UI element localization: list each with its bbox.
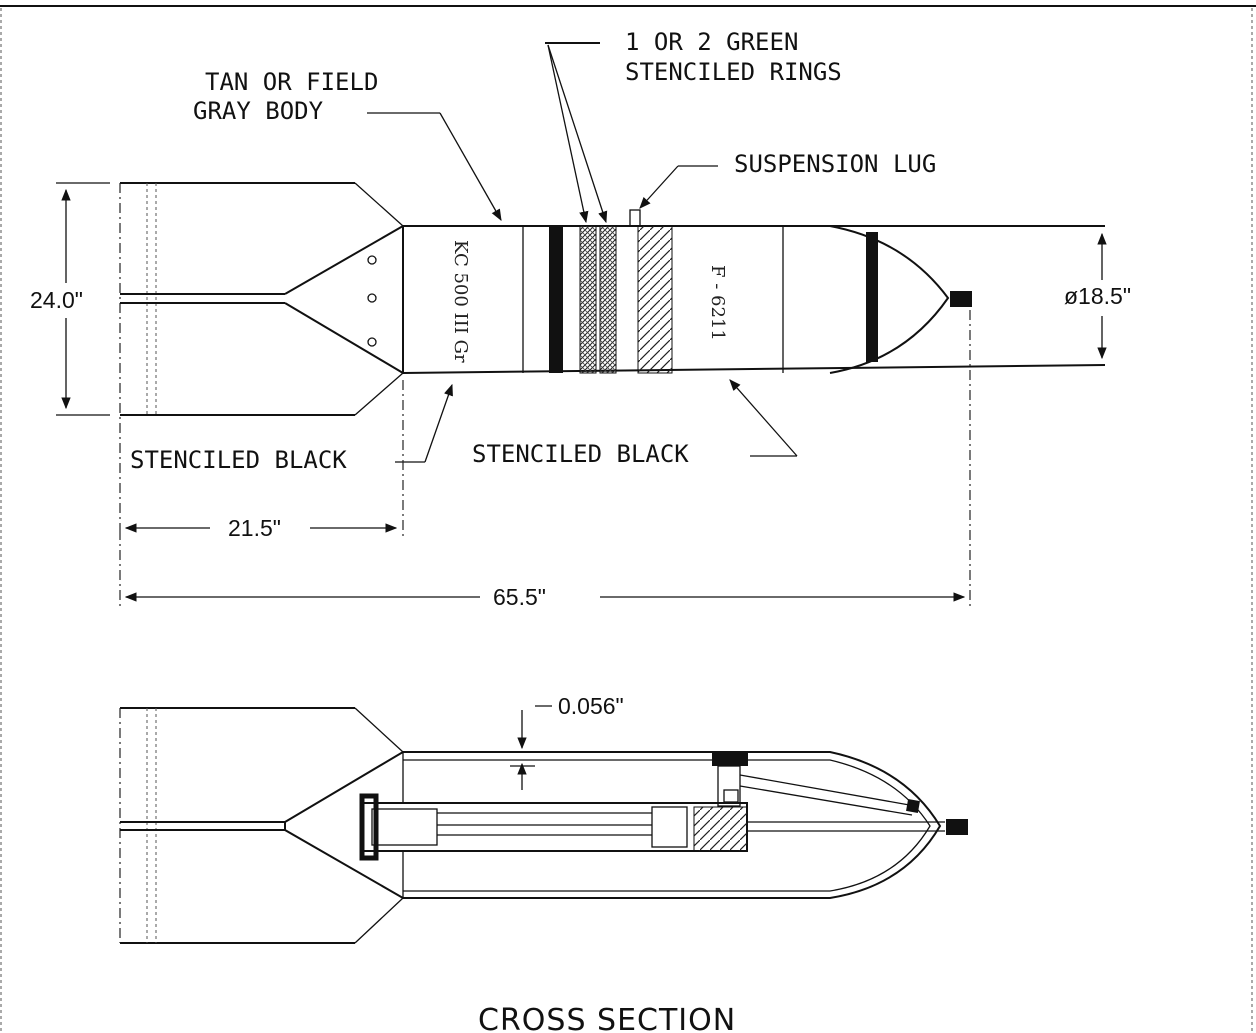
page-border: [0, 5, 1256, 1033]
tail-length-text: 21.5": [228, 515, 281, 541]
black-band: [549, 226, 563, 373]
label-stenciled-black-right: STENCILED BLACK: [472, 379, 798, 468]
body-color-line-1: TAN OR FIELD: [205, 68, 378, 96]
bomb-cross-section: [119, 707, 968, 944]
hatched-band: [637, 225, 673, 374]
bomb-side-view: KC 500 III Gr F - 6211: [119, 182, 1106, 530]
dim-tail-length: 21.5": [124, 380, 404, 541]
wall-thickness-text: 0.056": [558, 693, 624, 719]
fin-span-text: 24.0": [30, 287, 83, 313]
cross-section-fuze: [946, 819, 968, 835]
suspension-lug: [629, 209, 641, 227]
green-rings-line-2: STENCILED RINGS: [625, 58, 842, 86]
overall-length-text: 65.5": [493, 584, 546, 610]
body-color-line-2: GRAY BODY: [193, 97, 324, 125]
tail-fin-assembly: [119, 182, 404, 530]
nose-band: [866, 232, 878, 362]
body-stencil: KC 500 III Gr: [450, 240, 471, 363]
burster-well: [361, 802, 748, 852]
body-stencil-2: F - 6211: [707, 265, 728, 341]
label-stenciled-black-left: STENCILED BLACK: [130, 383, 453, 474]
cross-section-title: CROSS SECTION: [478, 1003, 736, 1033]
green-rings-line-1: 1 OR 2 GREEN: [625, 28, 798, 56]
label-body-color: TAN OR FIELD GRAY BODY: [193, 68, 502, 222]
explosive-fill: [284, 751, 942, 899]
green-ring-1: [579, 225, 597, 374]
label-green-rings: 1 OR 2 GREEN STENCILED RINGS: [545, 28, 842, 224]
suspension-lug-text: SUSPENSION LUG: [734, 150, 936, 178]
dim-wall-thickness: 0.056": [510, 693, 624, 790]
dim-overall-length: 65.5": [119, 310, 971, 610]
bomb-body: [402, 209, 1106, 374]
green-ring-2: [599, 225, 617, 374]
stenciled-black-right-text: STENCILED BLACK: [472, 440, 689, 468]
dim-body-diameter: ø18.5": [1064, 232, 1131, 360]
dim-fin-span: 24.0": [30, 182, 110, 416]
stenciled-black-left-text: STENCILED BLACK: [130, 446, 347, 474]
nose-fuze: [950, 291, 972, 307]
label-suspension-lug: SUSPENSION LUG: [639, 150, 936, 209]
body-diameter-text: ø18.5": [1064, 283, 1131, 309]
